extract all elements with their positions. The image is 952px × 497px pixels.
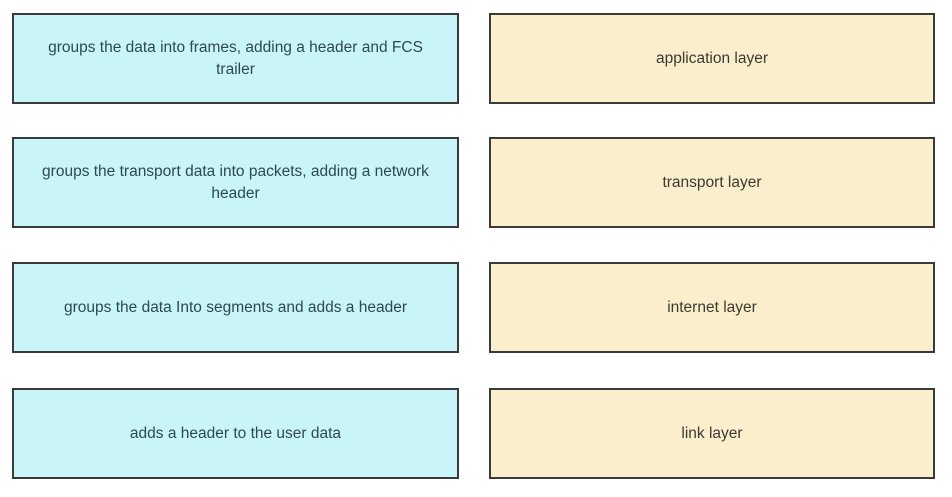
description-box-user-data-header[interactable]: adds a header to the user data	[12, 388, 459, 479]
layer-box-transport[interactable]: transport layer	[489, 137, 935, 228]
layer-box-application[interactable]: application layer	[489, 13, 935, 104]
description-box-packets-network-header[interactable]: groups the transport data into packets, …	[12, 137, 459, 228]
layer-box-internet[interactable]: internet layer	[489, 262, 935, 353]
description-box-frames-fcs[interactable]: groups the data into frames, adding a he…	[12, 13, 459, 104]
layer-box-link[interactable]: link layer	[489, 388, 935, 479]
description-box-segments-header[interactable]: groups the data Into segments and adds a…	[12, 262, 459, 353]
